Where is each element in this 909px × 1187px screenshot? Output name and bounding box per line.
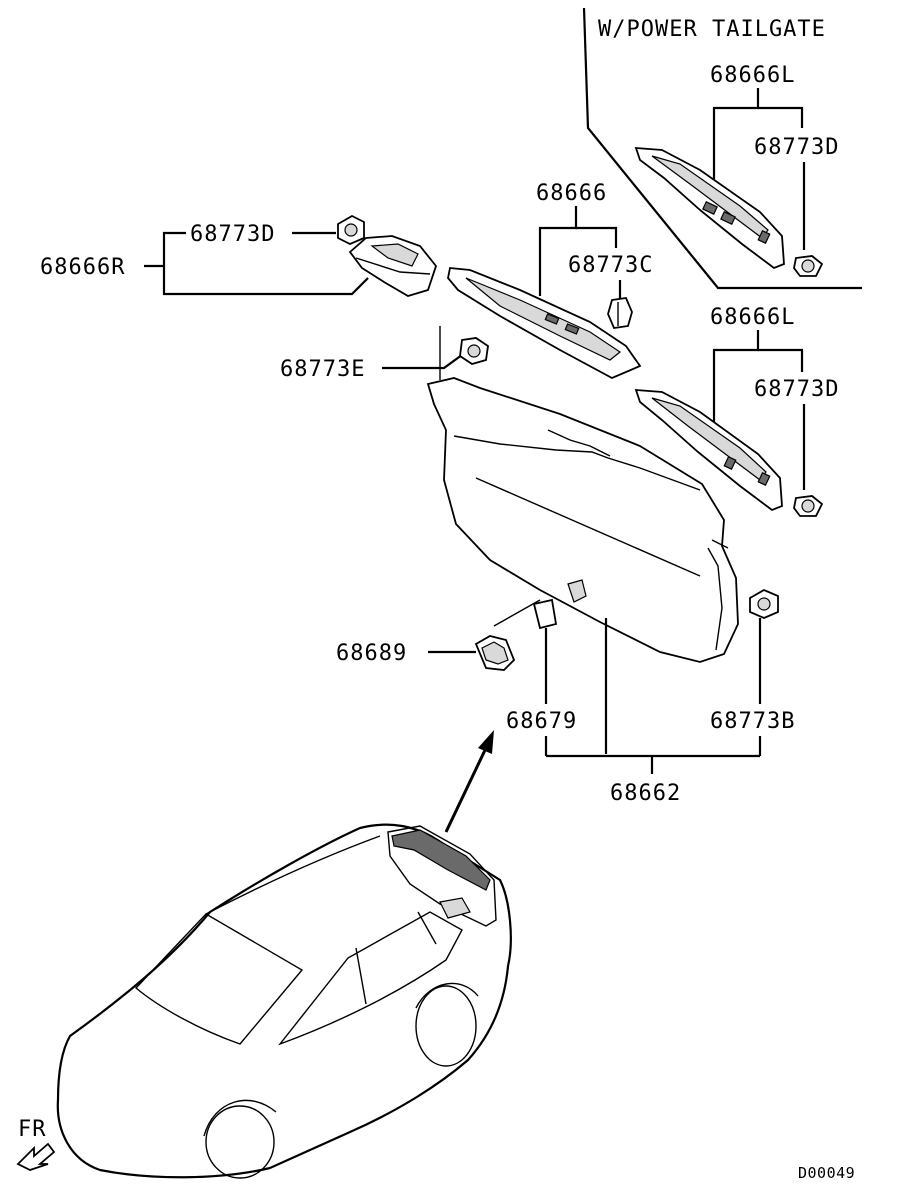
diagram-code: D00049 bbox=[798, 1164, 855, 1182]
leader-68666L bbox=[712, 330, 760, 430]
trim-68666L-part bbox=[634, 388, 783, 512]
clip-68773E-part bbox=[459, 337, 489, 365]
clip-68773B-part bbox=[749, 588, 779, 619]
label-68666L[interactable]: 68666L bbox=[710, 305, 795, 330]
label-68666L-power[interactable]: 68666L bbox=[710, 63, 795, 88]
clip-68773D-power-part bbox=[793, 255, 824, 277]
power-tailgate-inset: W/POWER TAILGATE 68666L 68773D bbox=[582, 7, 862, 290]
label-68666[interactable]: 68666 bbox=[536, 181, 607, 206]
clip-68773B-group: 68773B bbox=[710, 588, 795, 734]
label-68689[interactable]: 68689 bbox=[336, 641, 407, 666]
leader-68666 bbox=[538, 206, 578, 296]
tab-68679-part bbox=[532, 598, 558, 630]
location-arrow bbox=[444, 730, 494, 833]
leader-68666L-power bbox=[712, 88, 760, 190]
leader-68773E bbox=[382, 351, 467, 370]
trim-68666L-group: 68666L 68773D bbox=[634, 305, 839, 517]
label-68773D-left[interactable]: 68773D bbox=[754, 377, 839, 402]
assembly-68662-bracket: 68662 bbox=[544, 618, 762, 806]
trim-68666-part bbox=[447, 267, 642, 379]
trim-68666L-power-part bbox=[634, 146, 785, 270]
label-68773D-right[interactable]: 68773D bbox=[190, 222, 275, 247]
cap-68689-part bbox=[474, 635, 516, 671]
label-68773D-power[interactable]: 68773D bbox=[754, 135, 839, 160]
tab-68679-group: 68679 bbox=[506, 598, 577, 734]
label-68666R[interactable]: 68666R bbox=[40, 255, 125, 280]
trim-68666R-part bbox=[348, 235, 438, 297]
tab-68679-socket bbox=[567, 579, 587, 603]
clip-68773E-group: 68773E bbox=[280, 326, 489, 382]
fr-label: FR bbox=[18, 1117, 47, 1142]
leader-bracket-68666R bbox=[162, 231, 369, 296]
label-68773C[interactable]: 68773C bbox=[568, 253, 653, 278]
cap-68689-group: 68689 bbox=[336, 599, 541, 671]
front-direction-indicator: FR bbox=[16, 1117, 56, 1171]
tailgate-lining-68662-part bbox=[426, 377, 739, 663]
vehicle-outline bbox=[56, 823, 512, 1179]
trim-68666-group: 68666 68773C bbox=[447, 181, 653, 379]
clip-68773C-part bbox=[607, 297, 633, 329]
clip-68773D-left-part bbox=[793, 495, 824, 517]
label-68773B[interactable]: 68773B bbox=[710, 709, 795, 734]
inset-divider-line bbox=[582, 7, 862, 290]
label-68679[interactable]: 68679 bbox=[506, 709, 577, 734]
label-68662[interactable]: 68662 bbox=[610, 781, 681, 806]
label-68773E[interactable]: 68773E bbox=[280, 357, 365, 382]
trim-68666R-group: 68773D 68666R bbox=[40, 214, 438, 297]
clip-68773D-right-part bbox=[337, 214, 365, 245]
power-tailgate-label: W/POWER TAILGATE bbox=[598, 17, 826, 42]
fr-arrow-icon bbox=[16, 1142, 56, 1171]
